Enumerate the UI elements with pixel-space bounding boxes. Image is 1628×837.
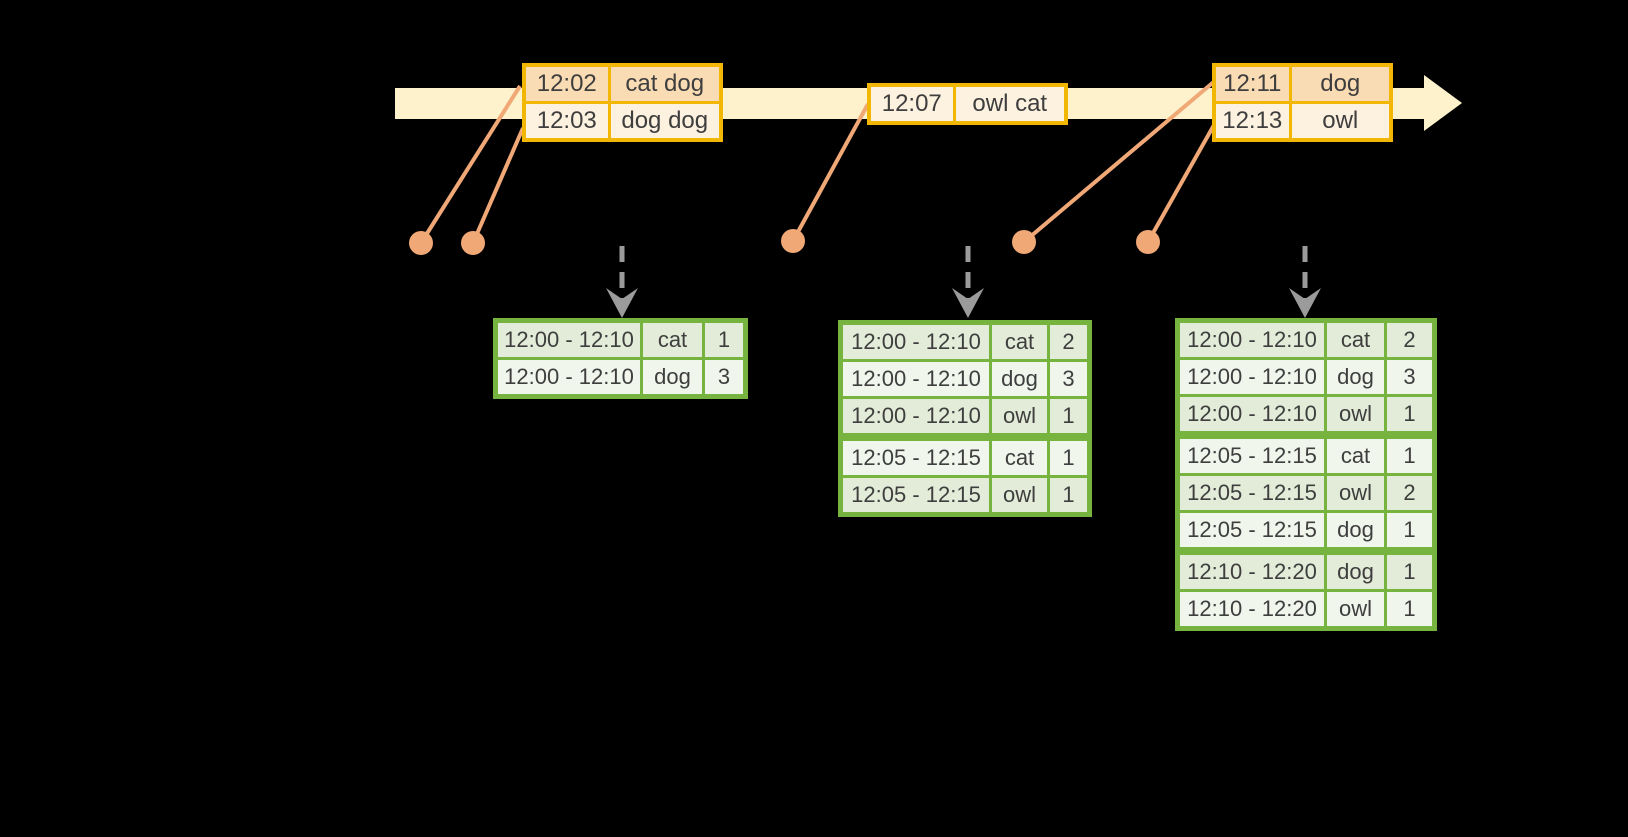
result-row: 12:00 - 12:10 cat 1 — [494, 319, 747, 360]
result-row: 12:00 - 12:10 dog 3 — [494, 357, 747, 398]
result-row: 12:10 - 12:20 owl 1 — [1176, 589, 1436, 630]
event-dots — [409, 229, 1160, 255]
count-cell: 1 — [1047, 433, 1091, 478]
window-cell: 12:05 - 12:15 — [839, 433, 992, 478]
result-row: 12:00 - 12:10 owl 1 — [839, 396, 1091, 439]
connector-line — [471, 127, 525, 244]
count-cell: 1 — [1384, 431, 1436, 476]
event-dot — [461, 231, 485, 255]
result-row: 12:05 - 12:15 cat 1 — [1176, 431, 1436, 476]
word-cell: cat — [640, 319, 705, 360]
word-cell: dog — [640, 357, 705, 398]
event-dot — [781, 229, 805, 253]
event-table-1: 12:02 cat dog 12:03 dog dog — [522, 63, 723, 142]
event-words-cell: owl — [1288, 101, 1393, 142]
word-cell: dog — [989, 359, 1050, 399]
count-cell: 1 — [1384, 589, 1436, 630]
count-cell: 3 — [702, 357, 747, 398]
down-arrowhead-icon — [952, 288, 984, 318]
word-cell: owl — [1324, 589, 1387, 630]
event-words-cell: dog — [1288, 63, 1393, 104]
window-cell: 12:10 - 12:20 — [1176, 589, 1327, 630]
window-cell: 12:00 - 12:10 — [839, 321, 992, 362]
count-cell: 1 — [1384, 394, 1436, 437]
connector-line — [1146, 124, 1216, 243]
window-cell: 12:05 - 12:15 — [1176, 510, 1327, 553]
word-cell: dog — [1324, 547, 1387, 592]
word-cell: cat — [1324, 431, 1387, 476]
word-cell: dog — [1324, 510, 1387, 553]
word-cell: owl — [989, 475, 1050, 516]
count-cell: 3 — [1384, 357, 1436, 397]
event-time-cell: 12:02 — [522, 63, 611, 104]
result-row: 12:00 - 12:10 cat 2 — [839, 321, 1091, 362]
result-row: 12:00 - 12:10 cat 2 — [1176, 319, 1436, 360]
word-cell: cat — [1324, 319, 1387, 360]
down-arrowhead-icon — [606, 288, 638, 318]
count-cell: 1 — [1047, 475, 1091, 516]
event-time-cell: 12:13 — [1212, 101, 1292, 142]
word-cell: dog — [1324, 357, 1387, 397]
result-table-1: 12:00 - 12:10 cat 1 12:00 - 12:10 dog 3 — [493, 318, 748, 399]
window-cell: 12:00 - 12:10 — [494, 357, 643, 398]
window-cell: 12:10 - 12:20 — [1176, 547, 1327, 592]
word-cell: owl — [1324, 473, 1387, 513]
result-row: 12:05 - 12:15 owl 1 — [839, 475, 1091, 516]
window-cell: 12:05 - 12:15 — [1176, 431, 1327, 476]
dashed-arrow-heads — [606, 288, 1321, 318]
event-words-cell: cat dog — [607, 63, 723, 104]
result-row: 12:00 - 12:10 owl 1 — [1176, 394, 1436, 437]
event-words-cell: dog dog — [607, 101, 723, 142]
result-row: 12:10 - 12:20 dog 1 — [1176, 547, 1436, 592]
event-row: 12:07 owl cat — [867, 83, 1068, 125]
result-row: 12:05 - 12:15 cat 1 — [839, 433, 1091, 478]
event-time-cell: 12:03 — [522, 101, 611, 142]
word-cell: cat — [989, 321, 1050, 362]
window-cell: 12:00 - 12:10 — [839, 396, 992, 439]
result-row: 12:05 - 12:15 dog 1 — [1176, 510, 1436, 553]
event-dot — [409, 231, 433, 255]
result-row: 12:00 - 12:10 dog 3 — [839, 359, 1091, 399]
event-row: 12:03 dog dog — [522, 101, 723, 142]
window-cell: 12:05 - 12:15 — [839, 475, 992, 516]
window-cell: 12:00 - 12:10 — [1176, 357, 1327, 397]
word-cell: cat — [989, 433, 1050, 478]
count-cell: 2 — [1047, 321, 1091, 362]
event-table-2: 12:07 owl cat — [867, 83, 1068, 125]
event-dot — [1012, 230, 1036, 254]
window-cell: 12:00 - 12:10 — [839, 359, 992, 399]
word-cell: owl — [1324, 394, 1387, 437]
event-row: 12:13 owl — [1212, 101, 1393, 142]
window-cell: 12:00 - 12:10 — [1176, 394, 1327, 437]
timeline-arrowhead-icon — [1424, 75, 1462, 131]
event-table-3: 12:11 dog 12:13 owl — [1212, 63, 1393, 142]
down-arrowhead-icon — [1289, 288, 1321, 318]
count-cell: 2 — [1384, 473, 1436, 513]
result-row: 12:00 - 12:10 dog 3 — [1176, 357, 1436, 397]
count-cell: 1 — [1047, 396, 1091, 439]
dashed-arrow-lines — [619, 246, 1308, 300]
word-cell: owl — [989, 396, 1050, 439]
window-cell: 12:00 - 12:10 — [494, 319, 643, 360]
count-cell: 2 — [1384, 319, 1436, 360]
event-words-cell: owl cat — [952, 83, 1068, 125]
connector-line — [791, 103, 870, 242]
window-cell: 12:05 - 12:15 — [1176, 473, 1327, 513]
window-cell: 12:00 - 12:10 — [1176, 319, 1327, 360]
count-cell: 1 — [1384, 510, 1436, 553]
event-time-cell: 12:07 — [867, 83, 956, 125]
event-time-cell: 12:11 — [1212, 63, 1292, 104]
event-row: 12:11 dog — [1212, 63, 1393, 104]
event-dot — [1136, 230, 1160, 254]
result-table-3: 12:00 - 12:10 cat 2 12:00 - 12:10 dog 3 … — [1175, 318, 1437, 631]
count-cell: 3 — [1047, 359, 1091, 399]
count-cell: 1 — [702, 319, 747, 360]
event-row: 12:02 cat dog — [522, 63, 723, 104]
count-cell: 1 — [1384, 547, 1436, 592]
result-table-2: 12:00 - 12:10 cat 2 12:00 - 12:10 dog 3 … — [838, 320, 1092, 517]
result-row: 12:05 - 12:15 owl 2 — [1176, 473, 1436, 513]
